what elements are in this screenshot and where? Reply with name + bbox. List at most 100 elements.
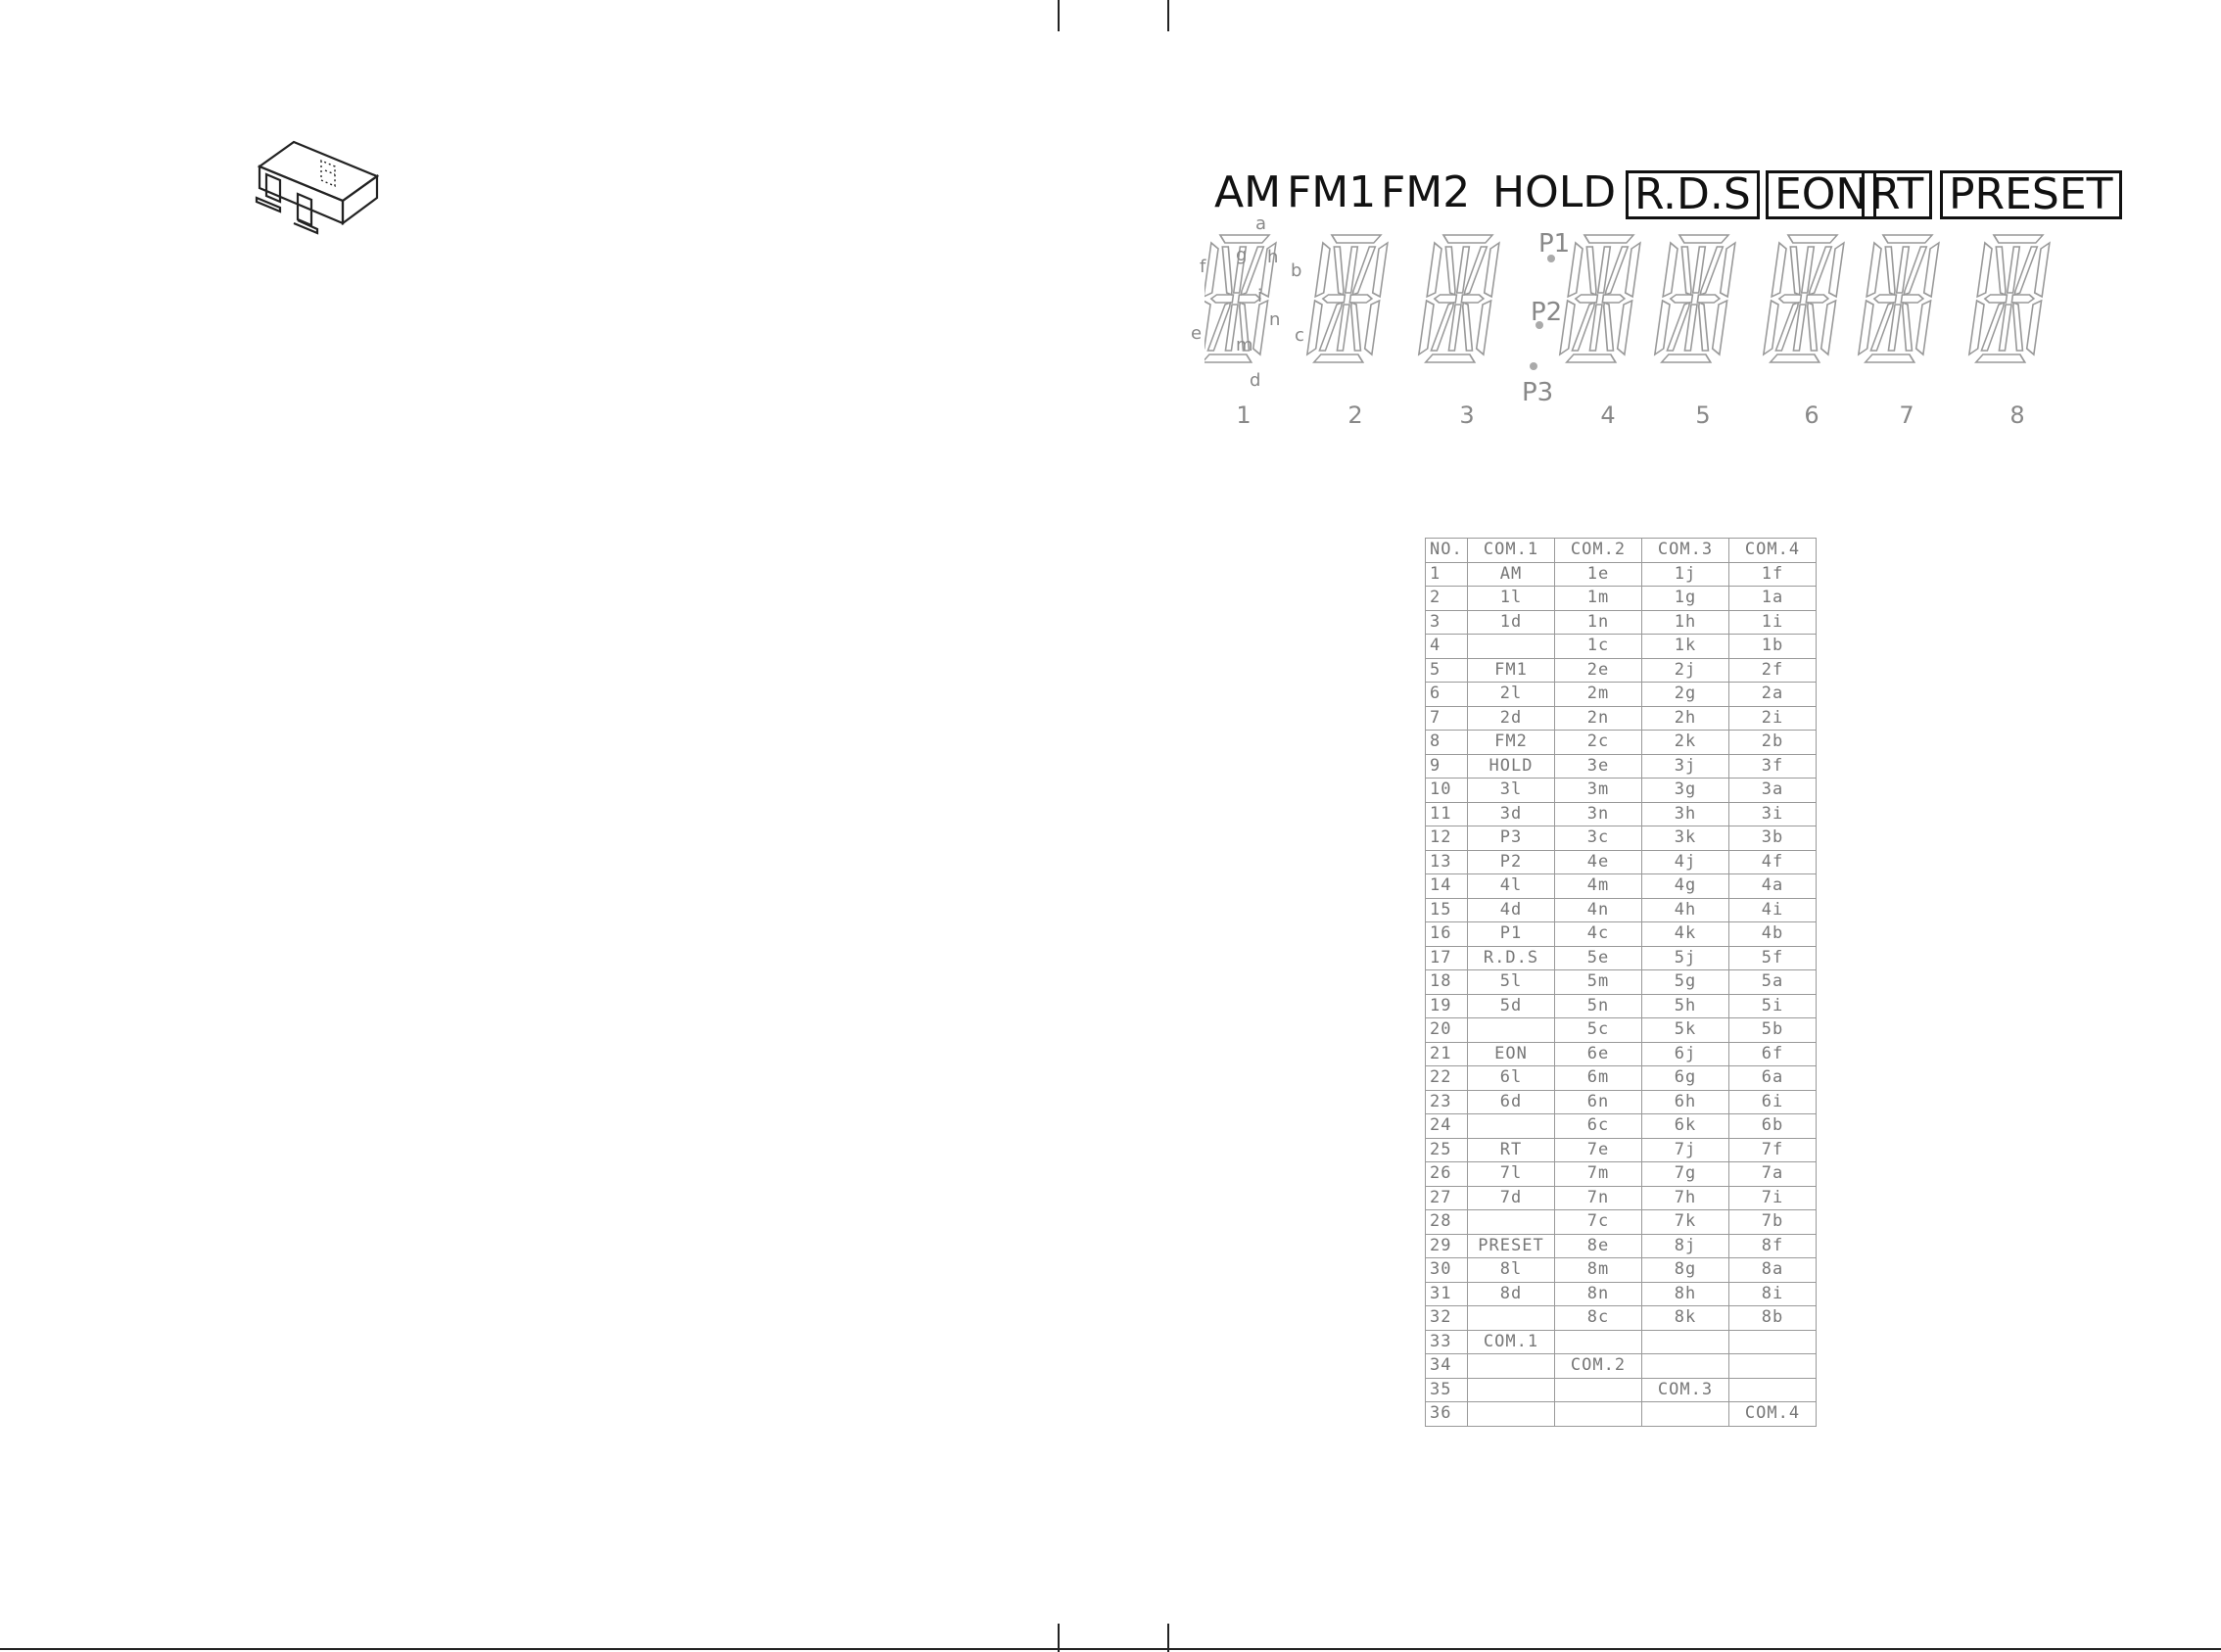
table-cell: COM.4 (1728, 1401, 1817, 1427)
table-cell: 7d (1467, 1185, 1555, 1210)
table-cell: 2n (1554, 705, 1642, 731)
segment-a (1992, 234, 2045, 244)
fold-mark-top-left (1058, 0, 1060, 31)
table-header-cell: COM.4 (1728, 538, 1817, 563)
segment-k (1699, 246, 1725, 297)
table-cell: 1j (1641, 561, 1729, 587)
table-cell: 8n (1554, 1281, 1642, 1306)
table-cell (1467, 1305, 1555, 1331)
table-cell (1467, 1209, 1555, 1235)
table-cell: 5d (1467, 993, 1555, 1018)
dot-p2 (1536, 321, 1543, 329)
table-cell (1554, 1377, 1642, 1402)
segment-j (1444, 246, 1456, 297)
table-header-cell: COM.2 (1554, 538, 1642, 563)
segment-m (1774, 301, 1800, 352)
table-cell: 1m (1554, 586, 1642, 611)
table-cell: 8e (1554, 1233, 1642, 1258)
segment-g (1872, 294, 1898, 304)
table-cell: 1i (1728, 609, 1817, 635)
segment-j (1680, 246, 1692, 297)
table-cell: 5k (1641, 1017, 1729, 1043)
table-cell: AM (1467, 561, 1555, 587)
table-cell: 8a (1728, 1257, 1817, 1283)
segment-a (1441, 234, 1494, 244)
table-cell: 5g (1641, 969, 1729, 995)
segment-i (1895, 246, 1911, 294)
segment-d (1974, 354, 2027, 363)
segment-m (1318, 301, 1344, 352)
table-cell: 29 (1425, 1233, 1468, 1258)
table-cell: 3e (1554, 753, 1642, 779)
table-cell: 22 (1425, 1065, 1468, 1091)
table-cell: 12 (1425, 826, 1468, 851)
table-cell: 1e (1554, 561, 1642, 587)
segment-a (1786, 234, 1839, 244)
digit-number-1: 1 (1236, 401, 1252, 429)
segment-c (1819, 299, 1837, 356)
segment-f (1314, 241, 1331, 299)
table-cell: 3l (1467, 778, 1555, 803)
table-cell: 1l (1467, 586, 1555, 611)
table-cell: 4j (1641, 849, 1729, 874)
table-cell: P3 (1467, 826, 1555, 851)
segment-label-a: a (1255, 213, 1267, 234)
segment-c (1252, 299, 1269, 356)
table-cell: 6j (1641, 1041, 1729, 1066)
table-cell: 8 (1425, 730, 1468, 755)
segment-n (1349, 301, 1362, 352)
table-cell: 32 (1425, 1305, 1468, 1331)
table-cell: 7 (1425, 705, 1468, 731)
table-cell: 8g (1641, 1257, 1729, 1283)
segment-f (1426, 241, 1442, 299)
table-cell: 7n (1554, 1185, 1642, 1210)
dot-p1 (1547, 255, 1555, 262)
segment-d (1660, 354, 1713, 363)
digit-number-7: 7 (1899, 401, 1914, 429)
table-cell: 11 (1425, 801, 1468, 826)
table-cell: PRESET (1467, 1233, 1555, 1258)
table-cell: 3h (1641, 801, 1729, 826)
segment-g (1321, 294, 1347, 304)
table-cell: 33 (1425, 1329, 1468, 1354)
table-cell: 34 (1425, 1353, 1468, 1379)
segment-h (2010, 294, 2036, 304)
table-cell: 8l (1467, 1257, 1555, 1283)
indicator-fm1: FM1 (1287, 167, 1377, 217)
table-cell: 1h (1641, 609, 1729, 635)
segment-b (1719, 241, 1736, 299)
table-cell: 1b (1728, 634, 1817, 659)
segment-j (1789, 246, 1801, 297)
segment-h (1696, 294, 1722, 304)
table-cell: FM1 (1467, 657, 1555, 683)
segment-n (2011, 301, 2024, 352)
table-cell: 8b (1728, 1305, 1817, 1331)
segment-l (1336, 304, 1350, 352)
table-cell (1467, 1353, 1555, 1379)
segment-k (1903, 246, 1928, 297)
segment-l (1683, 304, 1698, 352)
segment-label-i: i (1257, 286, 1263, 307)
table-cell: 6f (1728, 1041, 1817, 1066)
table-cell: 7g (1641, 1161, 1729, 1187)
segment-f (1567, 241, 1583, 299)
table-cell: 7f (1728, 1137, 1817, 1162)
segment-label-c: c (1295, 325, 1304, 346)
segment-i (1691, 246, 1707, 294)
segment-i (1232, 246, 1248, 294)
segment-l (1588, 304, 1603, 352)
table-cell (1467, 1377, 1555, 1402)
table-cell: P2 (1467, 849, 1555, 874)
indicator-eon: EON (1766, 170, 1877, 219)
table-cell: 3i (1728, 801, 1817, 826)
table-cell: 6a (1728, 1065, 1817, 1091)
table-cell: 15 (1425, 897, 1468, 922)
